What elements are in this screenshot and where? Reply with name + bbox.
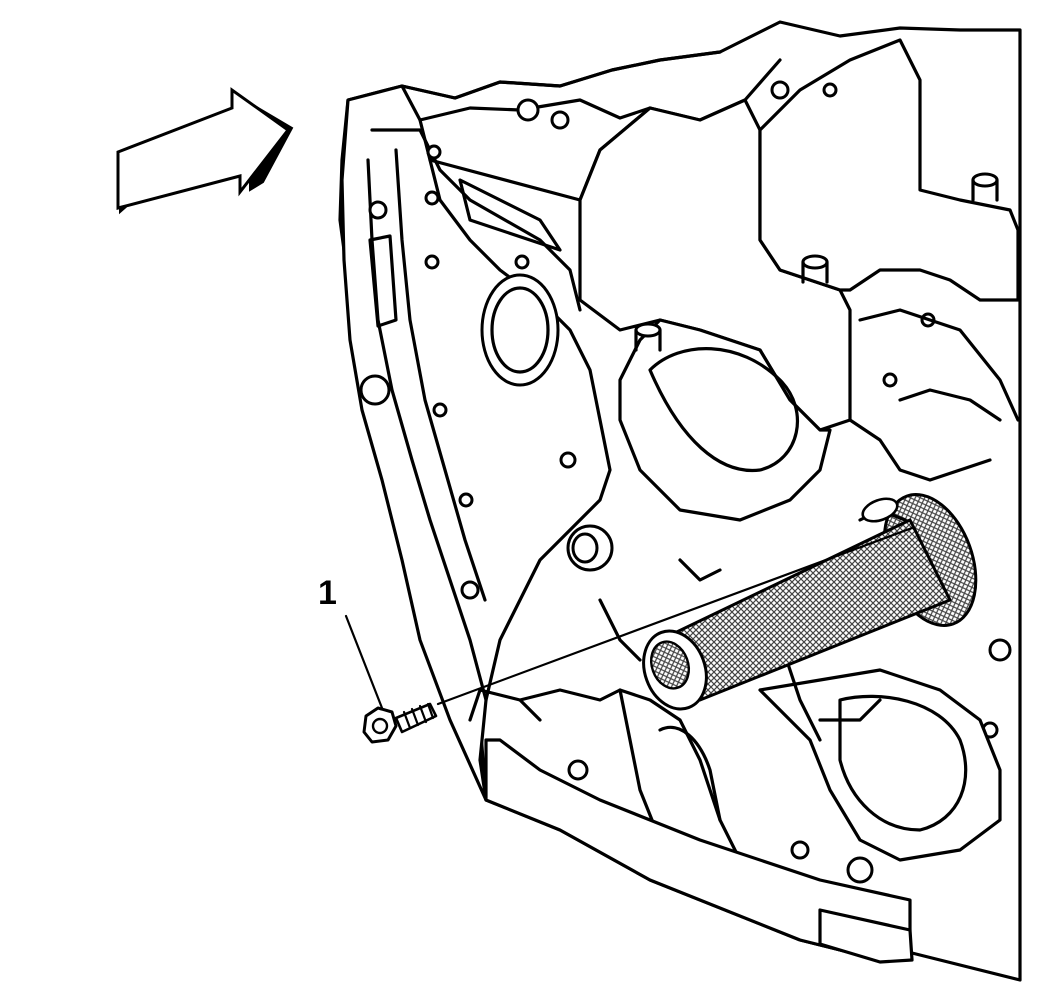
- engine-block: [338, 20, 1022, 982]
- oil-screen-tube: [642, 493, 978, 711]
- bolt-install-path-line: [436, 526, 914, 706]
- bolt-holes: [359, 80, 1012, 884]
- direction-arrow-icon: [116, 87, 294, 215]
- callout-leader-line: [344, 614, 384, 710]
- callout-label-1: 1: [318, 574, 337, 612]
- bolt-part-icon: [362, 702, 438, 744]
